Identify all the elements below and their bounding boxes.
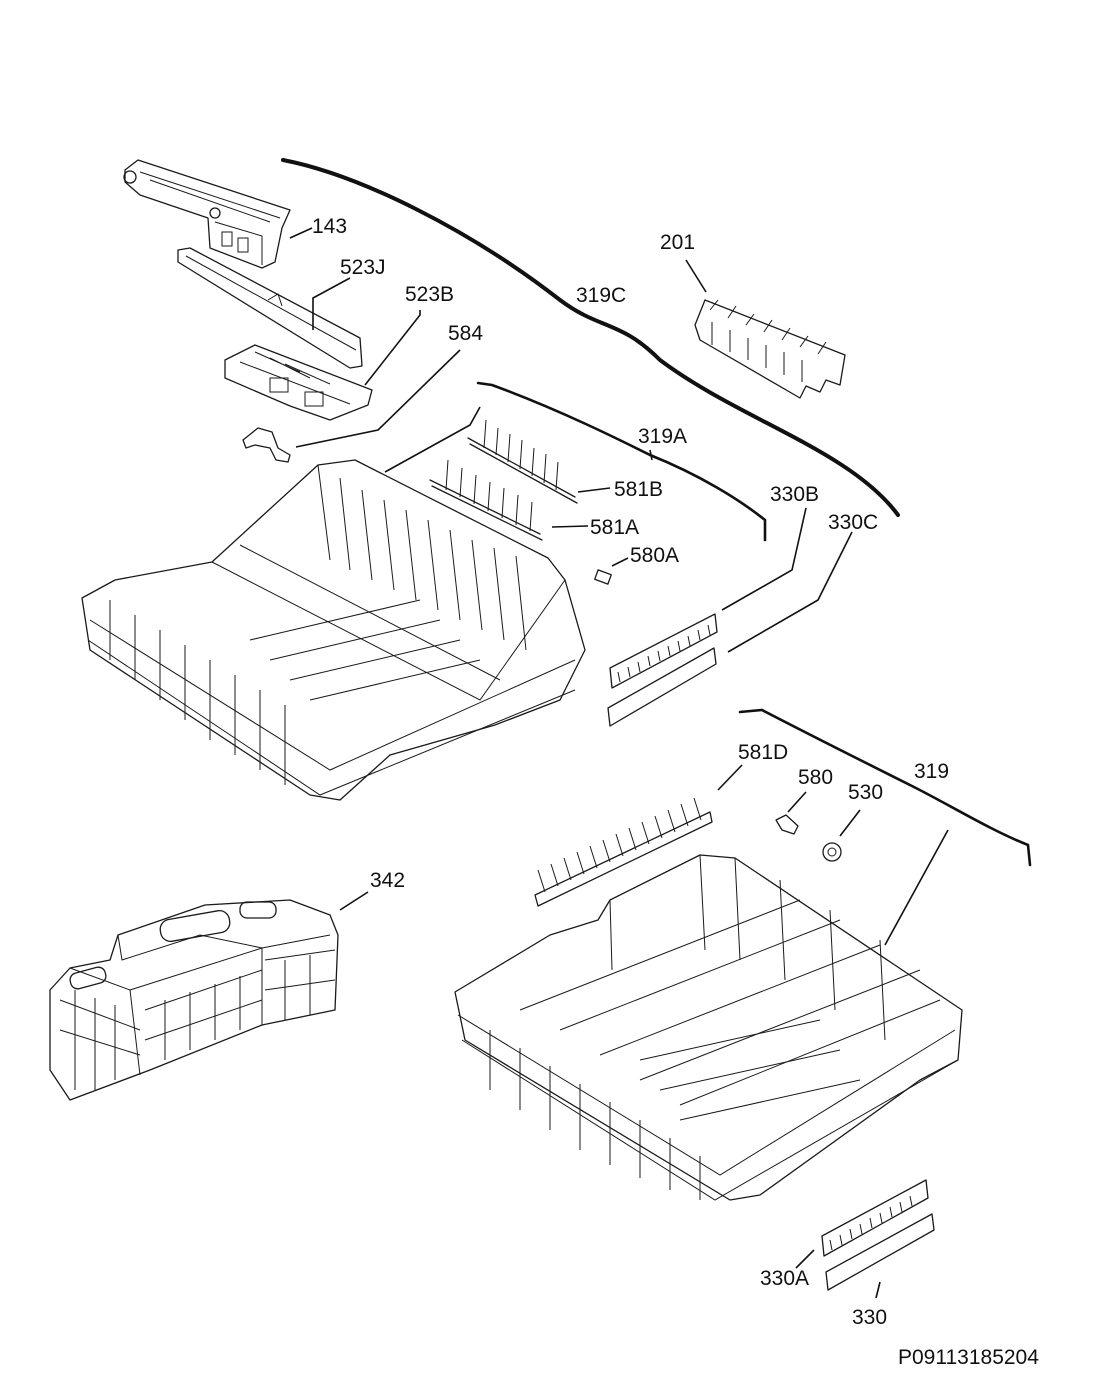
cutlery-basket-342 bbox=[49, 899, 339, 1101]
part-581D-tine-rack bbox=[534, 797, 713, 907]
part-330A-strip bbox=[821, 1179, 929, 1257]
part-580A-clip bbox=[594, 569, 612, 585]
callout-523J: 523J bbox=[340, 256, 386, 279]
callout-143: 143 bbox=[312, 215, 347, 238]
part-523J-rail bbox=[177, 247, 363, 369]
part-530-wheel bbox=[822, 842, 842, 862]
callout-581A: 581A bbox=[590, 516, 639, 539]
callout-319C: 319C bbox=[576, 284, 626, 307]
part-581A-tine-rack bbox=[429, 459, 543, 541]
leader-lines bbox=[289, 227, 949, 1299]
callout-330: 330 bbox=[852, 1306, 887, 1329]
callout-330A: 330A bbox=[760, 1267, 809, 1290]
seal-319A bbox=[476, 381, 767, 542]
seal-319 bbox=[738, 708, 1032, 867]
part-581B-tine-rack bbox=[467, 419, 578, 504]
part-330C-strip bbox=[607, 647, 717, 727]
callout-584: 584 bbox=[448, 322, 483, 345]
callout-labels: 143 523J 523B 584 319C 201 319A 581B 581… bbox=[312, 215, 949, 1329]
part-330-strip bbox=[825, 1213, 935, 1291]
part-330B-strip bbox=[609, 613, 718, 689]
document-id: P09113185204 bbox=[898, 1346, 1039, 1369]
callout-342: 342 bbox=[370, 869, 405, 892]
upper-basket bbox=[81, 459, 586, 801]
seal-319C bbox=[281, 158, 900, 517]
callout-580A: 580A bbox=[630, 544, 679, 567]
callout-201: 201 bbox=[660, 231, 695, 254]
callout-319: 319 bbox=[914, 760, 949, 783]
callout-319A: 319A bbox=[638, 425, 687, 448]
part-584-clip bbox=[242, 427, 291, 463]
part-143-rail-bracket bbox=[123, 159, 291, 269]
lower-basket bbox=[454, 854, 963, 1201]
callout-530: 530 bbox=[848, 781, 883, 804]
callout-330C: 330C bbox=[828, 511, 878, 534]
callout-580: 580 bbox=[798, 766, 833, 789]
callout-330B: 330B bbox=[770, 483, 819, 506]
callout-581B: 581B bbox=[614, 478, 663, 501]
part-580-clip bbox=[775, 814, 799, 835]
part-523B-slide-tray bbox=[224, 344, 373, 421]
callout-581D: 581D bbox=[738, 741, 788, 764]
callout-523B: 523B bbox=[405, 283, 454, 306]
part-201-clip-row bbox=[694, 299, 846, 399]
